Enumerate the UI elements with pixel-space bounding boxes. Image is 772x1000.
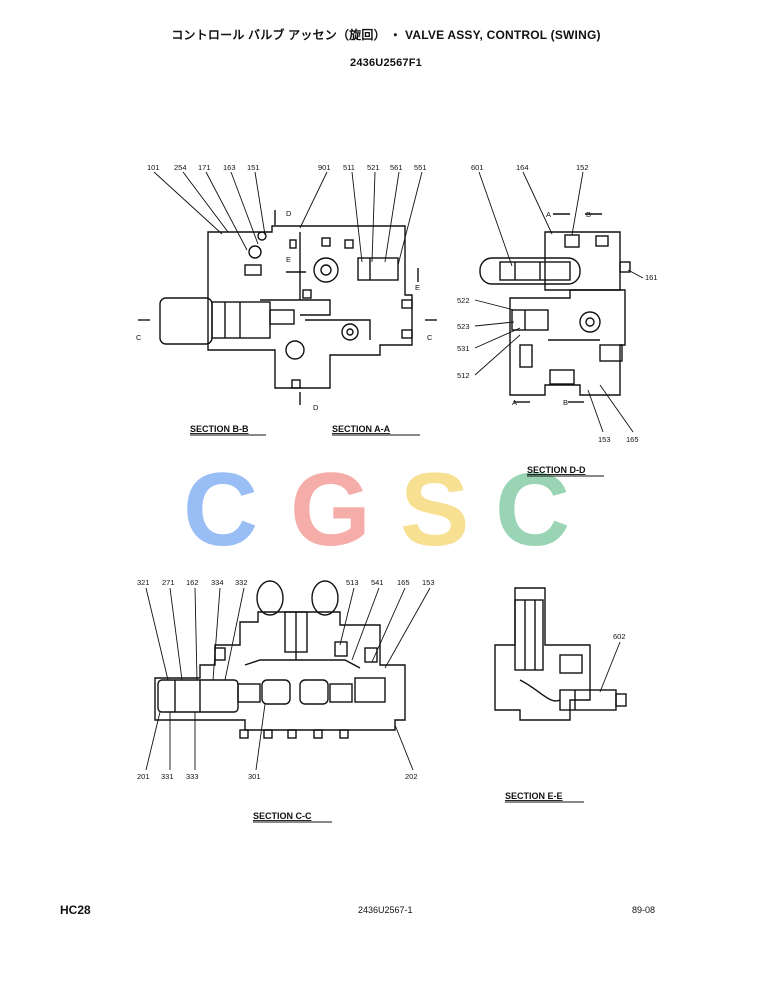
callout-label: 101 xyxy=(147,163,160,172)
part-number: 2436U2567F1 xyxy=(350,57,422,69)
callout-label: 254 xyxy=(174,163,187,172)
watermark-letter-s: S xyxy=(400,452,469,568)
cgsc-watermark: C G S C xyxy=(183,452,570,568)
callout-label: 513 xyxy=(346,578,359,587)
watermark-letter-g: G xyxy=(290,452,371,568)
marker-d-top: D xyxy=(286,209,292,218)
page-title: コントロール バルブ アッセン（旋回） ・ VALVE ASSY, CONTRO… xyxy=(171,28,601,42)
section-cc-drawing xyxy=(154,580,406,739)
callout-label: 201 xyxy=(137,772,150,781)
callout-label: 171 xyxy=(198,163,211,172)
marker-a-top: A xyxy=(546,210,551,219)
callout-label: 331 xyxy=(161,772,174,781)
section-ee-title: SECTION E-E xyxy=(505,791,563,801)
section-dd-drawing xyxy=(479,213,631,403)
callout-label: 601 xyxy=(471,163,484,172)
callout-label: 202 xyxy=(405,772,418,781)
leader-lines xyxy=(145,171,644,771)
callouts-bottom-left: 321 271 162 334 332 513 541 165 153 201 … xyxy=(137,578,435,781)
callouts-top-right: 601 164 152 161 522 523 531 512 153 165 xyxy=(457,163,658,444)
callout-label: 321 xyxy=(137,578,150,587)
section-cc-title: SECTION C-C xyxy=(253,811,312,821)
callout-label: 523 xyxy=(457,322,470,331)
callout-label: 512 xyxy=(457,371,470,380)
callout-label: 163 xyxy=(223,163,236,172)
section-ee-drawing xyxy=(494,587,627,721)
callout-label: 901 xyxy=(318,163,331,172)
marker-e-inner: E xyxy=(286,255,291,264)
marker-b-bottom: B xyxy=(563,398,568,407)
callout-label: 271 xyxy=(162,578,175,587)
section-titles: SECTION B-B SECTION A-A SECTION D-D SECT… xyxy=(190,424,586,821)
callout-label: 334 xyxy=(211,578,224,587)
section-bb-title: SECTION B-B xyxy=(190,424,249,434)
callout-label: 165 xyxy=(626,435,639,444)
marker-b-top: B xyxy=(586,210,591,219)
callout-label: 531 xyxy=(457,344,470,353)
watermark-letter-c: C xyxy=(183,452,258,568)
callout-label: 164 xyxy=(516,163,529,172)
callout-label: 165 xyxy=(397,578,410,587)
section-dd-title: SECTION D-D xyxy=(527,465,586,475)
callout-label: 551 xyxy=(414,163,427,172)
callout-label: 561 xyxy=(390,163,403,172)
callout-label: 151 xyxy=(247,163,260,172)
view-markers: D D C C E E A B A B xyxy=(136,209,591,412)
marker-c-right: C xyxy=(427,333,433,342)
footer-right: 89-08 xyxy=(632,905,656,915)
callouts-top-left: 101 254 171 163 151 901 511 521 561 551 xyxy=(147,163,427,172)
callout-label: 541 xyxy=(371,578,384,587)
callout-label: 511 xyxy=(343,163,355,172)
section-aa-title: SECTION A-A xyxy=(332,424,391,434)
callout-label: 153 xyxy=(422,578,435,587)
marker-d-bottom: D xyxy=(313,403,319,412)
callouts-bottom-right: 602 xyxy=(613,632,626,641)
marker-c-left: C xyxy=(136,333,142,342)
watermark-letter-c2: C xyxy=(495,452,570,568)
marker-e-right: E xyxy=(415,283,420,292)
callout-label: 152 xyxy=(576,163,589,172)
callout-label: 522 xyxy=(457,296,470,305)
callout-label: 301 xyxy=(248,772,261,781)
callout-label: 153 xyxy=(598,435,611,444)
footer-center: 2436U2567-1 xyxy=(358,905,413,915)
callout-label: 161 xyxy=(645,273,658,282)
callout-label: 602 xyxy=(613,632,626,641)
marker-a-bottom: A xyxy=(512,398,517,407)
section-bb-aa-drawing xyxy=(138,210,437,405)
callout-label: 521 xyxy=(367,163,380,172)
callout-label: 162 xyxy=(186,578,199,587)
footer-left: HC28 xyxy=(60,903,91,917)
callout-label: 332 xyxy=(235,578,248,587)
callout-label: 333 xyxy=(186,772,199,781)
